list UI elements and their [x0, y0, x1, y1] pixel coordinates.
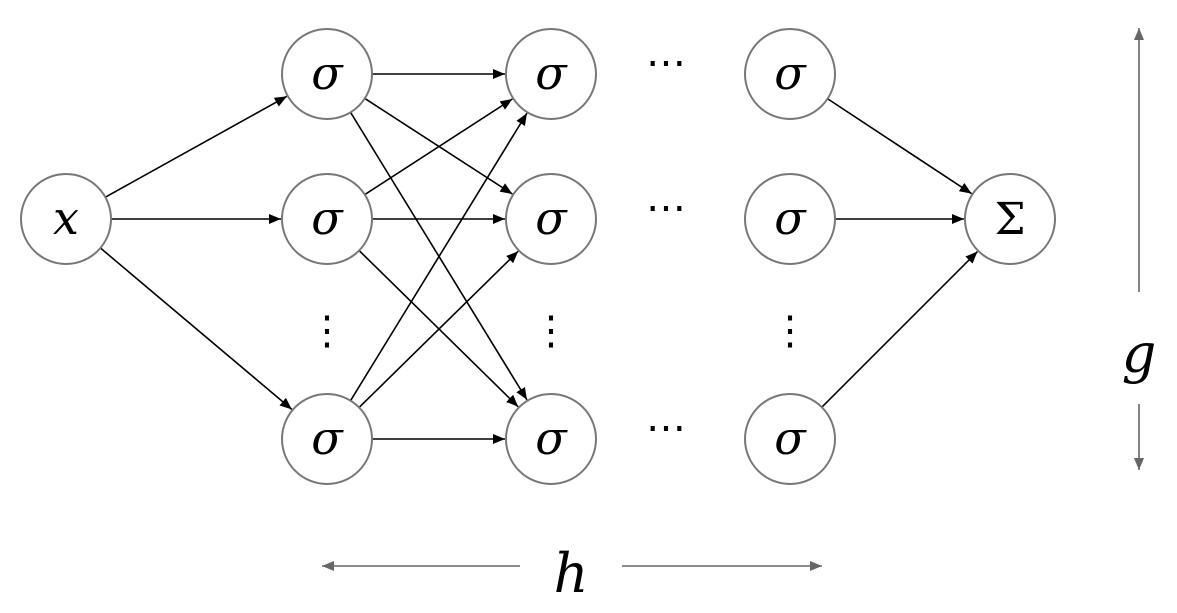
- hidden-node-layer3-row2-circle: [744, 173, 836, 265]
- edge-layer-last-node3-to-output: [821, 250, 979, 408]
- hidden-node-layer2-row1-label: σ: [535, 46, 568, 100]
- hidden-node-layer1-row1-circle: [281, 28, 373, 120]
- width-dimension: h: [322, 542, 822, 605]
- output-node-label: Σ: [994, 194, 1025, 245]
- hidden-node-layer3-row2-label: σ: [774, 191, 807, 245]
- hidden-node-layer2-row2-circle: [505, 173, 597, 265]
- hidden-node-layer2-row2-label: σ: [535, 191, 568, 245]
- hidden-node-layer2-row1-circle: [505, 28, 597, 120]
- hidden-node-layer1-row2-label: σ: [311, 191, 344, 245]
- edge-layer-last-node1-to-output: [827, 98, 973, 195]
- hidden-node-layer3-row1-circle: [744, 28, 836, 120]
- hidden-node-layer2-row1: σ: [505, 28, 597, 120]
- hidden-node-layer3-row3-circle: [744, 393, 836, 485]
- hidden-node-layer1-row2: σ: [281, 173, 373, 265]
- edge-input-to-layer1-node3: [99, 247, 293, 410]
- depth-label: g: [1122, 322, 1157, 385]
- horizontal-ellipsis-row3: ⋯: [646, 405, 686, 451]
- hidden-node-layer3-row2: σ: [744, 173, 836, 265]
- input-node: x: [20, 173, 112, 265]
- hidden-node-layer3-row3: σ: [744, 393, 836, 485]
- hidden-node-layer1-row2-circle: [281, 173, 373, 265]
- hidden-node-layer1-row3-circle: [281, 393, 373, 485]
- depth-dimension: g: [1122, 28, 1157, 470]
- hidden-node-layer1-row3: σ: [281, 393, 373, 485]
- edge-layer1-node3-to-layer2-node2: [358, 250, 519, 409]
- width-label: h: [554, 542, 589, 605]
- hidden-node-layer2-row3-circle: [505, 393, 597, 485]
- hidden-node-layer3-row1: σ: [744, 28, 836, 120]
- vertical-ellipsis-layer3: ⋮: [770, 308, 810, 354]
- vertical-ellipsis-layer2: ⋮: [531, 308, 571, 354]
- ellipses: ⋯ ⋯ ⋯ ⋮ ⋮ ⋮: [307, 40, 810, 451]
- edge-layer1-node3-to-layer2-node1: [349, 112, 528, 402]
- horizontal-ellipsis-row1: ⋯: [646, 40, 686, 86]
- output-node: Σ: [964, 173, 1056, 265]
- output-node-circle: [964, 173, 1056, 265]
- input-node-label: x: [53, 191, 79, 245]
- horizontal-ellipsis-row2: ⋯: [646, 185, 686, 231]
- edges: [99, 69, 979, 444]
- hidden-node-layer1-row1: σ: [281, 28, 373, 120]
- hidden-node-layer1-row3-label: σ: [311, 411, 344, 465]
- hidden-node-layer2-row3: σ: [505, 393, 597, 485]
- edge-layer1-node2-to-layer2-node1: [364, 98, 513, 196]
- input-node-circle: [20, 173, 112, 265]
- hidden-node-layer2-row2: σ: [505, 173, 597, 265]
- hidden-node-layer2-row3-label: σ: [535, 411, 568, 465]
- edge-input-to-layer1-node1: [104, 95, 288, 198]
- hidden-node-layer1-row1-label: σ: [311, 46, 344, 100]
- hidden-node-layer3-row3-label: σ: [774, 411, 807, 465]
- hidden-node-layer3-row1-label: σ: [774, 46, 807, 100]
- vertical-ellipsis-layer1: ⋮: [307, 308, 347, 354]
